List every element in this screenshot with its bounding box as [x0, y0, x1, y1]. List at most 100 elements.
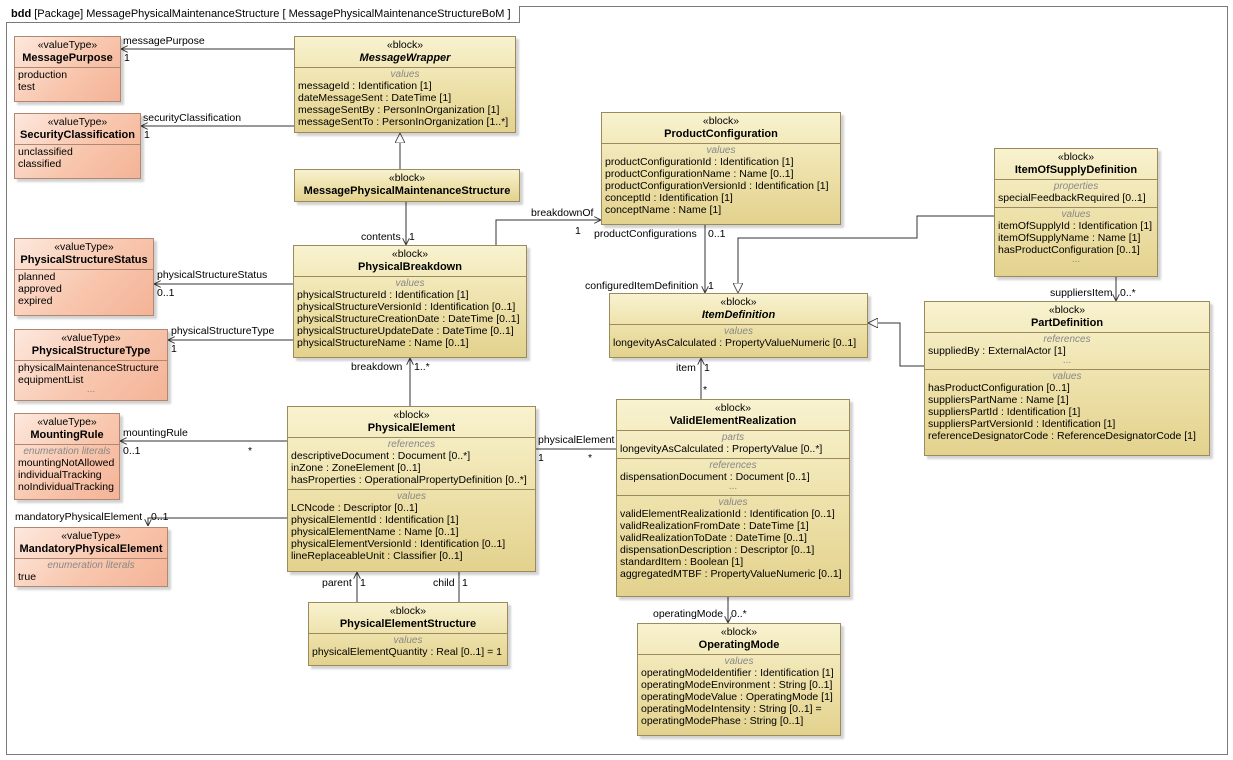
role-label-breakdownof: breakdownOf — [531, 207, 594, 219]
value-property: physicalElementName : Name [0..1] — [291, 526, 459, 538]
reference-property: inZone : ZoneElement [0..1] — [291, 462, 421, 474]
block-physicalbreakdown[interactable]: «block» PhysicalBreakdown values physica… — [293, 245, 527, 358]
block-physicalelement[interactable]: «block» PhysicalElement references descr… — [287, 406, 536, 572]
value-property: physicalElementQuantity : Real [0..1] = … — [312, 646, 502, 658]
valuetype-mountingrule[interactable]: «valueType» MountingRule enumeration lit… — [14, 413, 120, 500]
stereotype: «block» — [714, 402, 752, 414]
value-property: aggregatedMTBF : PropertyValueNumeric [0… — [620, 568, 842, 580]
block-name: PhysicalBreakdown — [358, 261, 462, 273]
role-label-mandatoryphysicalelement: mandatoryPhysicalElement — [15, 511, 143, 523]
role-label-item: item — [676, 362, 696, 374]
role-label-physicalelement: physicalElement — [538, 434, 615, 446]
diagram-kind: bdd — [11, 8, 32, 20]
value-property: physicalStructureName : Name [0..1] — [297, 337, 469, 349]
ellipsis: ... — [1071, 254, 1081, 265]
block-name: MessagePhysicalMaintenanceStructure — [303, 185, 511, 197]
stereotype: «block» — [720, 626, 758, 638]
stereotype: «valueType» — [54, 241, 114, 253]
multiplicity-label: 0..1 — [157, 287, 175, 299]
valuetype-securityclassification[interactable]: «valueType» SecurityClassification uncla… — [14, 113, 141, 179]
valuetype-physicalstructuretype[interactable]: «valueType» PhysicalStructureType physic… — [14, 329, 168, 401]
literal: production — [18, 69, 68, 81]
section-label: enumeration literals — [47, 560, 135, 571]
valuetype-name: MessagePurpose — [22, 52, 113, 64]
value-property: productConfigurationVersionId : Identifi… — [605, 180, 829, 192]
block-itemdefinition[interactable]: «block» ItemDefinition values longevityA… — [609, 293, 868, 358]
section-label: references — [387, 439, 436, 450]
block-physicalelementstructure[interactable]: «block» PhysicalElementStructure values … — [308, 602, 508, 666]
multiplicity-label: 0..* — [1120, 287, 1136, 299]
stereotype: «block» — [702, 115, 740, 127]
literal: individualTracking — [18, 469, 102, 481]
value-property: suppliersPartName : Name [1] — [928, 394, 1069, 406]
ellipsis: ... — [728, 481, 738, 492]
reference-property: descriptiveDocument : Document [0..*] — [291, 450, 471, 462]
valuetype-name: MountingRule — [30, 429, 104, 441]
multiplicity-label: * — [248, 445, 253, 457]
reference-property: hasProperties : OperationalPropertyDefin… — [291, 474, 527, 486]
block-validelementrealization[interactable]: «block» ValidElementRealization parts lo… — [616, 399, 850, 597]
stereotype: «block» — [1048, 304, 1086, 316]
value-property: conceptId : Identification [1] — [605, 192, 733, 204]
value-property: hasProductConfiguration [0..1] — [928, 382, 1070, 394]
section-label: values — [393, 635, 423, 646]
block-name: PartDefinition — [1030, 317, 1104, 329]
role-label-messagepurpose: messagePurpose — [123, 35, 205, 47]
value-property: physicalStructureVersionId : Identificat… — [297, 301, 516, 313]
value-property: physicalElementVersionId : Identificatio… — [291, 538, 506, 550]
valuetype-mandatoryphysicalelement[interactable]: «valueType» MandatoryPhysicalElement enu… — [14, 527, 168, 587]
stereotype: «valueType» — [61, 332, 121, 344]
role-label-productconfigurations: productConfigurations — [594, 228, 697, 240]
value-property: productConfigurationId : Identification … — [605, 156, 794, 168]
literal: test — [18, 81, 35, 93]
multiplicity-label: * — [703, 384, 708, 396]
block-name: ItemDefinition — [701, 309, 776, 321]
literal: true — [18, 571, 37, 583]
literal: physicalMaintenanceStructure — [18, 362, 159, 374]
block-messagephysicalmaintenancestructure[interactable]: «block» MessagePhysicalMaintenanceStruct… — [294, 169, 520, 202]
multiplicity-label: 1 — [538, 452, 544, 464]
multiplicity-label: 1 — [360, 577, 366, 589]
literal: equipmentList — [18, 374, 84, 386]
stereotype: «block» — [386, 39, 424, 51]
section-label: values — [397, 491, 426, 502]
valuetype-messagepurpose[interactable]: «valueType» MessagePurpose production te… — [14, 36, 121, 102]
value-property: messageId : Identification [1] — [298, 80, 432, 92]
block-name: OperatingMode — [698, 639, 780, 651]
multiplicity-label: 1 — [704, 362, 710, 374]
block-messagewrapper[interactable]: «block» MessageWrapper values messageId … — [294, 36, 516, 133]
value-property: physicalStructureId : Identification [1] — [297, 289, 469, 301]
literal: classified — [18, 158, 62, 170]
value-property: itemOfSupplyName : Name [1] — [998, 232, 1141, 244]
literal: unclassified — [18, 146, 73, 158]
value-property: lineReplaceableUnit : Classifier [0..1] — [291, 550, 463, 562]
literal: mountingNotAllowed — [18, 457, 115, 469]
block-name: PhysicalElement — [367, 422, 456, 434]
valuetype-name: MandatoryPhysicalElement — [19, 543, 163, 555]
role-label-securityclassification: securityClassification — [143, 112, 242, 124]
value-property: operatingModeValue : OperatingMode [1] — [641, 691, 833, 703]
multiplicity-label: * — [588, 452, 593, 464]
reference-property: dispensationDocument : Document [0..1] — [620, 471, 810, 483]
ellipsis: ... — [1062, 355, 1072, 366]
value-property: hasProductConfiguration [0..1] — [998, 244, 1140, 256]
block-itemofsupplydefinition[interactable]: «block» ItemOfSupplyDefinition propertie… — [994, 148, 1158, 277]
block-operatingmode[interactable]: «block» OperatingMode values operatingMo… — [637, 623, 841, 736]
block-productconfiguration[interactable]: «block» ProductConfiguration values prod… — [601, 112, 841, 225]
section-label: values — [395, 278, 425, 289]
block-partdefinition[interactable]: «block» PartDefinition references suppli… — [924, 301, 1210, 456]
multiplicity-label: 1 — [124, 52, 130, 64]
section-label: parts — [721, 432, 745, 443]
multiplicity-label: 1 — [462, 577, 468, 589]
block-name: PhysicalElementStructure — [339, 618, 477, 630]
stereotype: «block» — [389, 605, 427, 617]
diagram-title: [Package] MessagePhysicalMaintenanceStru… — [34, 8, 511, 20]
multiplicity-label: 1 — [409, 231, 415, 243]
stereotype: «block» — [388, 172, 426, 184]
value-property: validElementRealizationId : Identificati… — [620, 508, 835, 520]
valuetype-physicalstructurestatus[interactable]: «valueType» PhysicalStructureStatus plan… — [14, 238, 154, 316]
section-label: values — [1061, 209, 1091, 220]
value-property: validRealizationFromDate : DateTime [1] — [620, 520, 809, 532]
literal: approved — [18, 283, 62, 295]
stereotype: «block» — [391, 248, 429, 260]
